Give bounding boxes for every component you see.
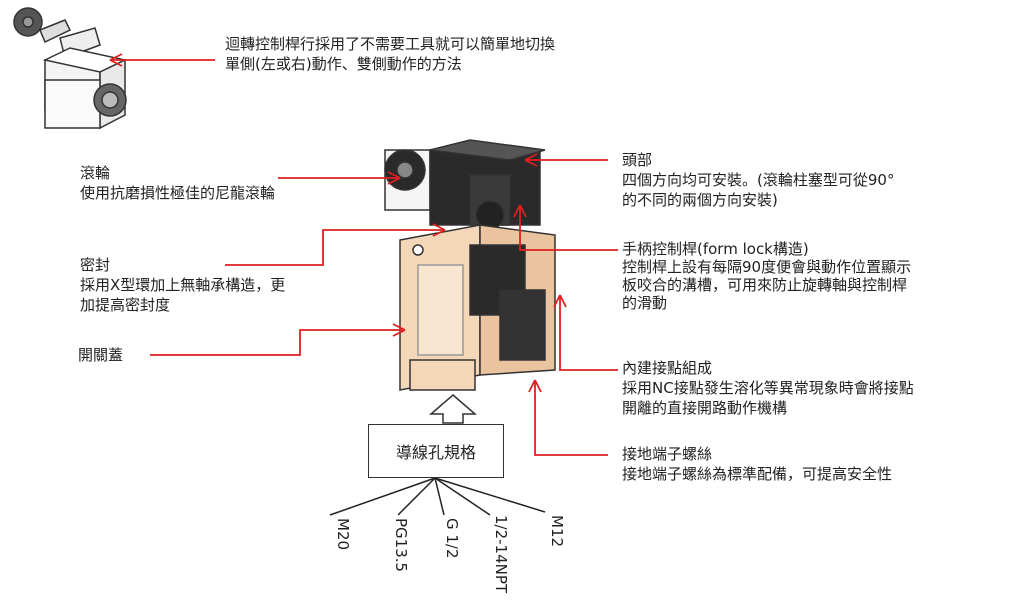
handle-title: 手柄控制桿(form lock構造) — [622, 240, 809, 258]
seal-label: 密封 採用X型環加上無軸承構造，更 加提高密封度 — [80, 255, 285, 315]
cover-label: 開關蓋 — [78, 345, 123, 365]
handle-desc-1: 控制桿上設有每隔90度便會與動作位置顯示 — [622, 258, 912, 276]
handle-desc-3: 的滑動 — [622, 294, 668, 312]
handle-desc-2: 板咬合的溝槽，可用來防止旋轉軸與控制桿 — [622, 276, 908, 294]
ground-title: 接地端子螺絲 — [622, 445, 713, 463]
limit-switch-illustration — [384, 139, 556, 391]
head-label: 頭部 四個方向均可安裝。(滾輪柱塞型可從90° 的不同的兩個方向安裝) — [622, 150, 894, 210]
head-title: 頭部 — [622, 151, 653, 169]
conduit-spec-title: 導線孔規格 — [395, 443, 476, 462]
conduit-spec-pg13-5: PG13.5 — [392, 518, 410, 573]
lever-line-1: 迴轉控制桿行採用了不需要工具就可以簡單地切換 — [225, 35, 556, 53]
seal-desc-2: 加提高密封度 — [80, 296, 171, 314]
small-switch-illustration — [13, 7, 128, 130]
conduit-fan-lines — [329, 477, 546, 516]
lever-description: 迴轉控制桿行採用了不需要工具就可以簡單地切換 單側(左或右)動作、雙側動作的方法 — [225, 34, 555, 74]
ground-desc: 接地端子螺絲為標準配備，可提高安全性 — [622, 465, 893, 483]
conduit-spec-g-half: G 1/2 — [443, 518, 461, 559]
up-arrow-icon — [428, 394, 478, 424]
roller-label: 滾輪 使用抗磨損性極佳的尼龍滾輪 — [80, 163, 275, 203]
conduit-spec-box: 導線孔規格 — [368, 424, 504, 478]
cover-title: 開關蓋 — [78, 346, 124, 364]
lever-line-2: 單側(左或右)動作、雙側動作的方法 — [225, 55, 462, 73]
ground-label: 接地端子螺絲 接地端子螺絲為標準配備，可提高安全性 — [622, 444, 892, 484]
conduit-spec-npt: 1/2-14NPT — [492, 515, 510, 594]
conduit-spec-m12: M12 — [548, 515, 566, 548]
contact-desc-1: 採用NC接點發生溶化等異常現象時會將接點 — [622, 379, 914, 397]
roller-title: 滾輪 — [80, 164, 111, 182]
conduit-spec-m20: M20 — [334, 518, 352, 551]
seal-title: 密封 — [80, 256, 111, 274]
contact-label: 內建接點組成 採用NC接點發生溶化等異常現象時會將接點 開離的直接開路動作機構 — [622, 358, 914, 418]
roller-desc: 使用抗磨損性極佳的尼龍滾輪 — [80, 184, 276, 202]
handle-label: 手柄控制桿(form lock構造) 控制桿上設有每隔90度便會與動作位置顯示 … — [622, 240, 911, 312]
contact-desc-2: 開離的直接開路動作機構 — [622, 399, 788, 417]
seal-desc-1: 採用X型環加上無軸承構造，更 — [80, 276, 286, 294]
contact-title: 內建接點組成 — [622, 359, 713, 377]
callout-lines — [109, 53, 618, 456]
head-desc-1: 四個方向均可安裝。(滾輪柱塞型可從90° — [622, 171, 895, 189]
head-desc-2: 的不同的兩個方向安裝) — [622, 191, 778, 209]
